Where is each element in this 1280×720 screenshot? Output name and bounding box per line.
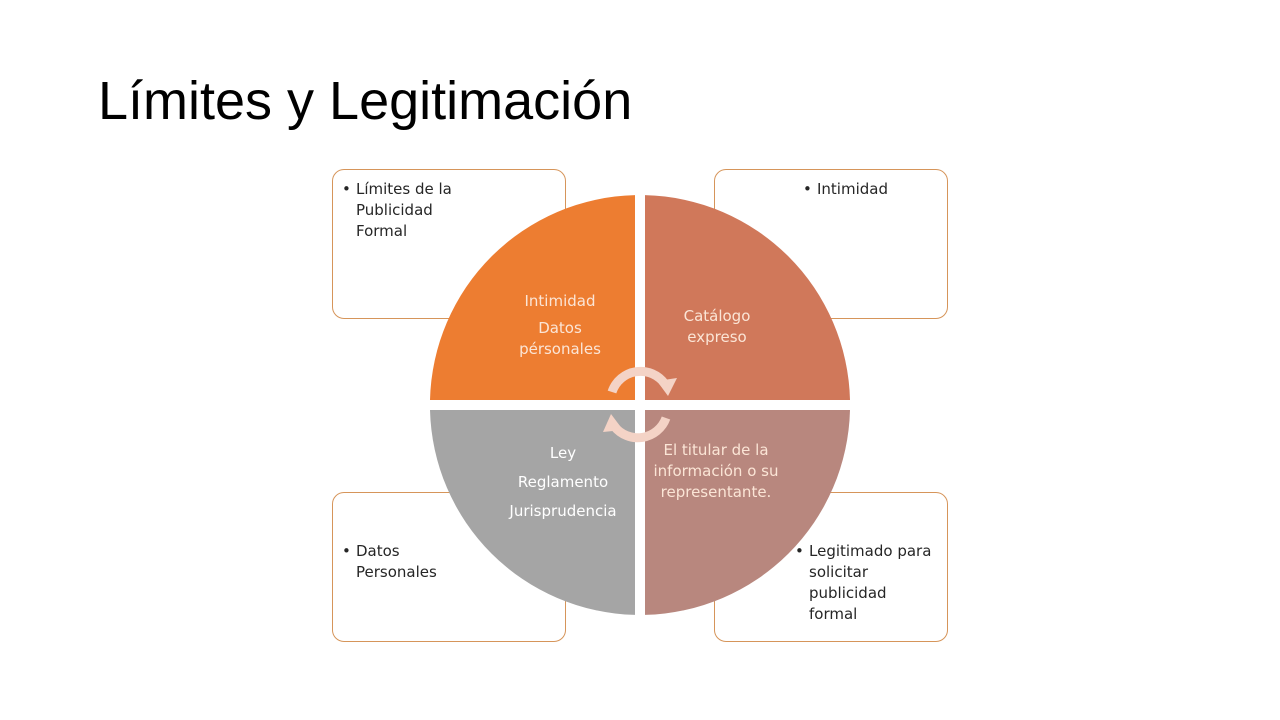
slide-title: Límites y Legitimación: [98, 71, 633, 131]
cycle-arrow-bottom: [610, 416, 671, 443]
corner-box-bottom-right-text: Legitimado para solicitar publicidad for…: [795, 541, 939, 625]
cycle-arrows-icon: [603, 366, 677, 443]
cycle-arrow-top-head: [657, 378, 677, 396]
quadrant-bottom-right-line-1: El titular de la información o su repres…: [653, 441, 779, 501]
quadrant-top-right-text: Catálogo expreso: [672, 306, 762, 354]
quadrant-top-right-line-1: Catálogo expreso: [683, 307, 751, 346]
cycle-arrow-top: [607, 366, 669, 394]
quadrant-top-left-line-2: Datos pérsonales: [519, 319, 601, 358]
corner-box-top-left-text: Límites de la Publicidad Formal: [342, 179, 476, 242]
quadrant-top-left-line-1: Intimidad: [524, 292, 596, 310]
quadrant-top-right: [645, 195, 850, 400]
quadrant-bottom-right: [645, 410, 850, 615]
quadrant-bottom-left-line-2: Reglamento: [517, 473, 609, 491]
quadrant-bottom-left-text: Ley Reglamento Jurisprudencia: [497, 443, 629, 528]
quadrant-bottom-left-line-3: Jurisprudencia: [509, 502, 617, 520]
corner-box-top-right-text: Intimidad: [803, 179, 947, 200]
quadrant-bottom-left-line-1: Ley: [549, 444, 577, 462]
quadrant-top-left-text: Intimidad Datos pérsonales: [505, 291, 615, 366]
cycle-arrow-bottom-head: [603, 414, 623, 432]
quadrant-bottom-left: [430, 410, 635, 615]
quadrant-top-left: [430, 195, 635, 400]
quadrant-bottom-right-text: El titular de la información o su repres…: [650, 440, 782, 509]
corner-box-bottom-left-text: Datos Personales: [342, 541, 466, 583]
